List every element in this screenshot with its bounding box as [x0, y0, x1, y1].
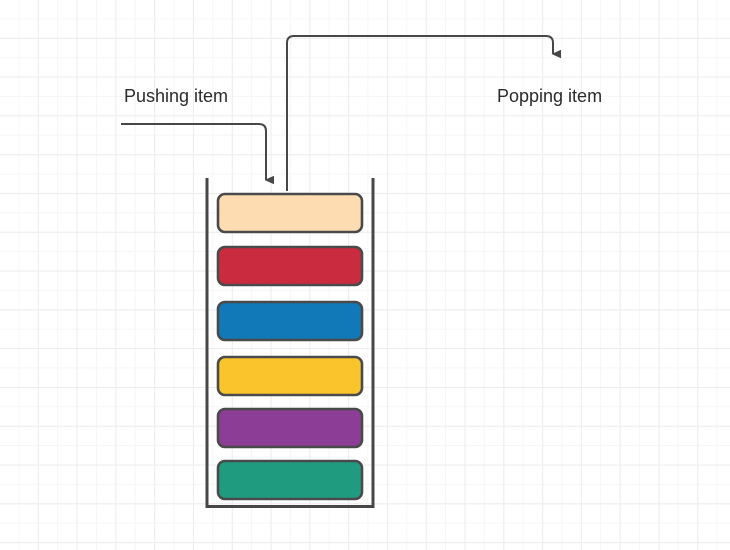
popping-arrow	[286, 35, 553, 191]
stack-item-third[interactable]	[216, 300, 364, 342]
stack-container	[205, 178, 375, 508]
stack-item-bottom[interactable]	[216, 459, 364, 501]
pushing-item-label: Pushing item	[124, 86, 229, 106]
pushing-arrow	[121, 123, 266, 180]
stack-items-group	[216, 192, 364, 501]
stack-item-fourth[interactable]	[216, 355, 364, 397]
stack-item-second[interactable]	[216, 245, 364, 287]
popping-item-label: Popping item	[497, 86, 603, 106]
stack-item-top[interactable]	[216, 192, 364, 234]
stack-item-fifth[interactable]	[216, 407, 364, 449]
